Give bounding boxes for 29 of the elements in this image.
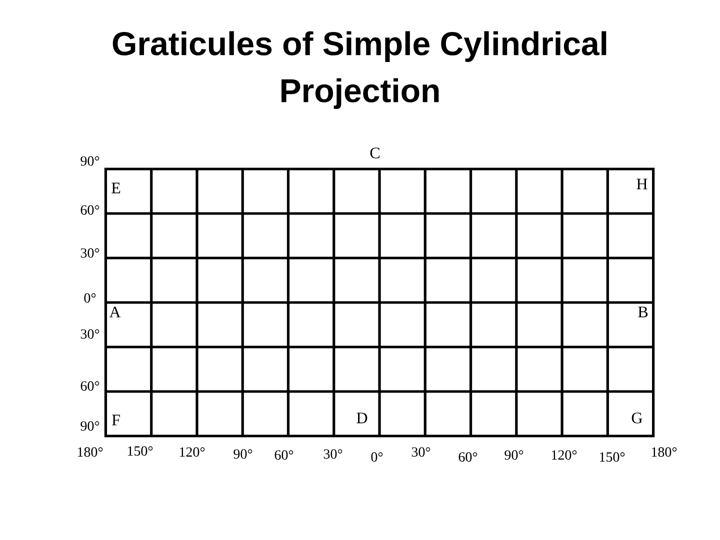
longitude-label: 120°: [552, 450, 577, 460]
longitude-label: 30°: [412, 447, 430, 457]
longitude-label: 0°: [371, 452, 383, 462]
point-label: A: [109, 306, 121, 318]
longitude-label: 180°: [652, 447, 677, 457]
latitude-label: 60°: [80, 381, 100, 391]
latitude-label: 90°: [80, 421, 100, 431]
latitude-label: 60°: [80, 205, 100, 215]
latitude-label: 90°: [80, 156, 100, 166]
point-label: C: [370, 148, 380, 158]
longitude-label: 150°: [128, 446, 153, 456]
point-label: E: [112, 182, 120, 194]
point-label: D: [356, 412, 368, 424]
longitude-label: 60°: [458, 452, 478, 462]
title: Graticules of Simple Cylindrical Projection: [112, 31, 606, 109]
point-label: B: [638, 306, 648, 318]
point-label: G: [632, 412, 642, 424]
longitude-label: 90°: [234, 449, 252, 459]
longitude-label: 90°: [504, 450, 524, 460]
longitude-label: 30°: [324, 449, 342, 459]
longitude-label: 150°: [600, 452, 625, 462]
longitude-label: 60°: [274, 450, 294, 460]
longitude-label: 120°: [180, 447, 205, 457]
point-label: F: [112, 414, 120, 426]
latitude-label: 0°: [84, 293, 96, 303]
latitude-label: 30°: [80, 248, 100, 258]
point-label: H: [636, 178, 648, 190]
longitude-label: 180°: [78, 447, 103, 457]
latitude-label: 30°: [80, 329, 100, 339]
